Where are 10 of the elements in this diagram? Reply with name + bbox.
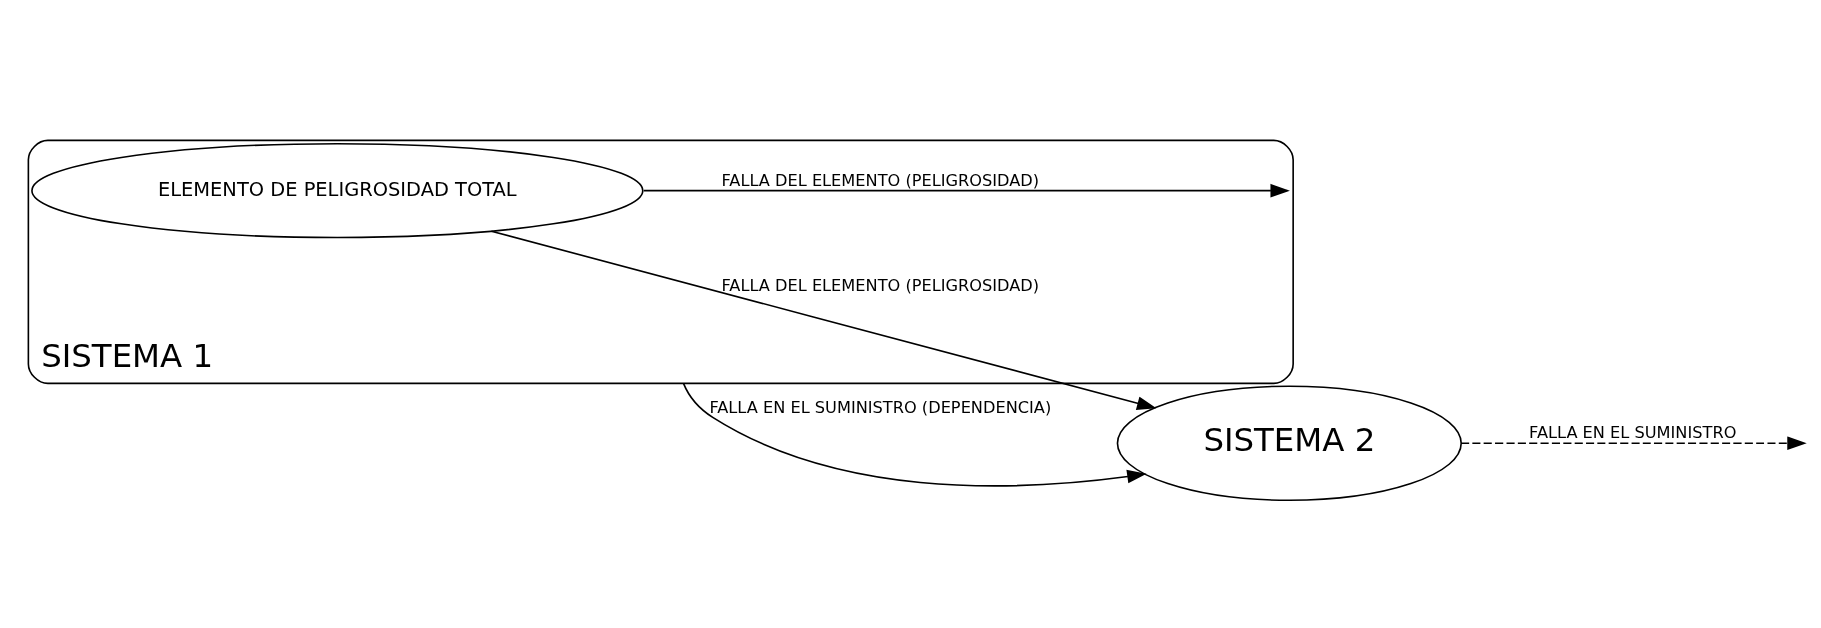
arrow [1460, 436, 1807, 451]
arrow [490, 230, 1157, 410]
edge-label: FALLA EN EL SUMINISTRO [1529, 423, 1737, 443]
arrow [642, 183, 1290, 198]
edge-label: FALLA DEL ELEMENTO (PELIGROSIDAD) [721, 170, 1040, 190]
node-ellipse: ELEMENTO DE PELIGROSIDAD TOTAL [31, 142, 644, 239]
node-ellipse: SISTEMA 2 [1116, 385, 1462, 502]
arrow [682, 382, 1147, 487]
edge-label: FALLA DEL ELEMENTO (PELIGROSIDAD) [721, 276, 1040, 296]
edge-label: FALLA EN EL SUMINISTRO (DEPENDENCIA) [709, 397, 1052, 417]
